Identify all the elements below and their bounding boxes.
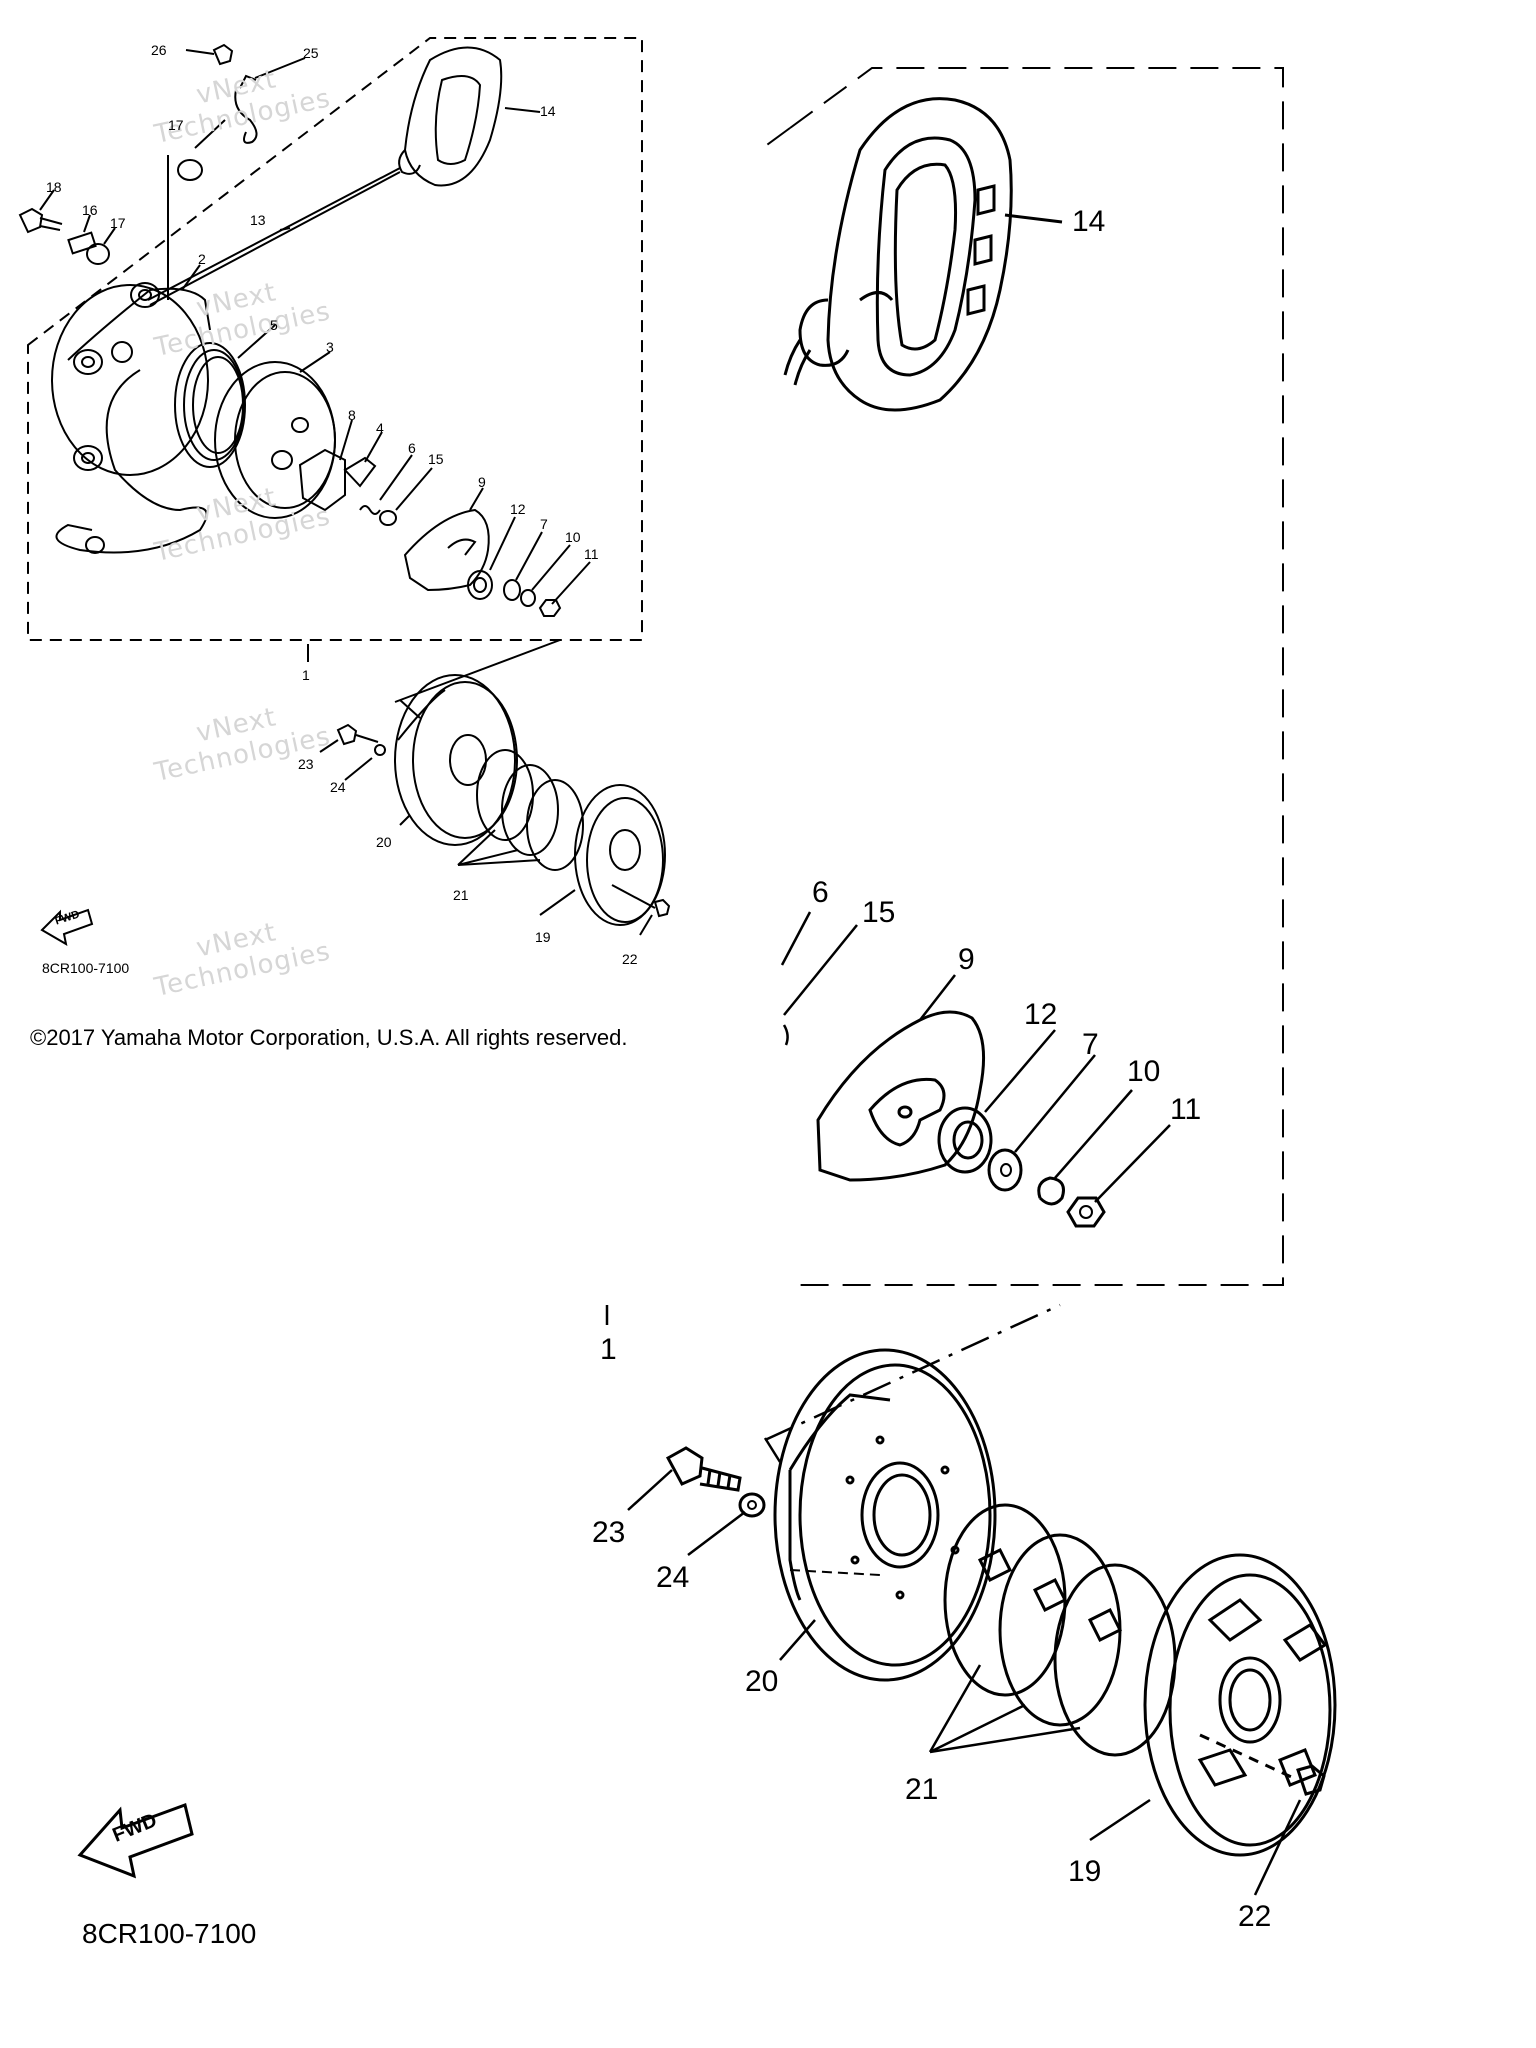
callout-25: 25 [303,45,319,61]
small-ratchet [298,419,383,512]
large-bolt-23 [665,1446,742,1492]
callout-9: 9 [478,474,486,490]
callout-4: 4 [376,420,384,436]
large-leader-14 [1004,213,1063,224]
small-assembly-boundary [27,37,643,641]
callout-6-large: 6 [812,876,829,909]
small-friction-plates [457,749,584,871]
large-fwd-arrow [77,1803,194,1879]
callout-10: 10 [565,529,581,545]
small-bolt-22 [611,884,671,936]
callout-11: 11 [584,546,599,562]
callout-1: 1 [302,667,310,683]
small-starter-case [51,264,211,476]
large-bolt-22 [1199,1733,1326,1796]
small-bolt-26 [185,43,234,66]
callout-15-large: 15 [862,896,896,929]
large-friction-plates [943,1503,1177,1757]
callout-5: 5 [270,317,278,333]
callout-20-large: 20 [745,1665,779,1698]
callout-7-large: 7 [1082,1028,1099,1061]
callout-17: 17 [110,215,126,231]
callout-24-large: 24 [656,1561,690,1594]
small-seal-12 [467,570,493,600]
large-driven-pulley [1143,1553,1337,1857]
callout-23-large: 23 [592,1516,626,1549]
small-nut-11 [538,599,562,617]
callout-12: 12 [510,501,526,517]
callout-12-large: 12 [1024,998,1058,1031]
callout-13: 13 [250,212,266,228]
large-nut-11 [1066,1196,1106,1228]
callout-19-large: 19 [1068,1855,1102,1888]
callout-7: 7 [540,516,548,532]
large-washer-7 [987,1148,1023,1192]
callout-24: 24 [330,779,346,795]
callout-18: 18 [46,179,62,195]
callout-20: 20 [376,834,392,850]
small-drive-plate [403,487,490,592]
callout-22: 22 [622,951,638,967]
small-grommet-17 [177,159,203,181]
small-grommet-17b [86,243,110,265]
callout-22-large: 22 [1238,1900,1272,1933]
large-drive-hub [773,1348,997,1682]
callout-26: 26 [151,42,167,58]
small-bolt-18 [18,189,63,234]
callout-14-large: 14 [1072,205,1106,238]
large-assembly-boundary [789,67,1284,1286]
callout-15: 15 [428,451,444,467]
small-fwd-arrow [40,908,94,946]
small-driven-pulley [539,784,666,926]
callout-9-large: 9 [958,943,975,976]
small-spring-6 [359,505,381,515]
small-washer-10 [520,589,536,607]
small-washer-7 [503,579,521,601]
copyright-notice: ©2017 Yamaha Motor Corporation, U.S.A. A… [30,1025,628,1050]
large-handle [783,97,1013,412]
large-washer-24 [738,1492,766,1518]
diagram-code-large: 8CR100-7100 [82,1918,257,1949]
small-cable-loop [55,369,208,554]
callout-8: 8 [348,407,356,423]
callout-21: 21 [453,887,469,903]
callout-19: 19 [535,929,551,945]
small-washer-15 [379,510,397,526]
small-bracket-25 [234,57,306,144]
callout-16: 16 [82,202,98,218]
callout-21-large: 21 [905,1773,939,1806]
callout-1-large: 1 [600,1333,617,1366]
small-drive-hub [394,674,518,846]
small-pulley [214,351,336,519]
callout-23: 23 [298,756,314,772]
small-washer-24 [374,744,386,756]
callout-3: 3 [326,339,334,355]
small-collar-16 [67,214,97,255]
small-handle [398,46,541,187]
diagram-code-small: 8CR100-7100 [42,960,130,976]
small-bolt-23 [319,723,379,753]
large-seal-12 [937,1106,993,1174]
callout-11-large: 11 [1170,1093,1202,1126]
callout-6: 6 [408,440,416,456]
callout-10-large: 10 [1127,1055,1161,1088]
callout-17: 17 [168,117,184,133]
large-drive-plate [816,1010,986,1182]
callout-2: 2 [198,251,206,267]
callout-14: 14 [540,103,556,119]
large-washer-10 [1037,1176,1065,1206]
